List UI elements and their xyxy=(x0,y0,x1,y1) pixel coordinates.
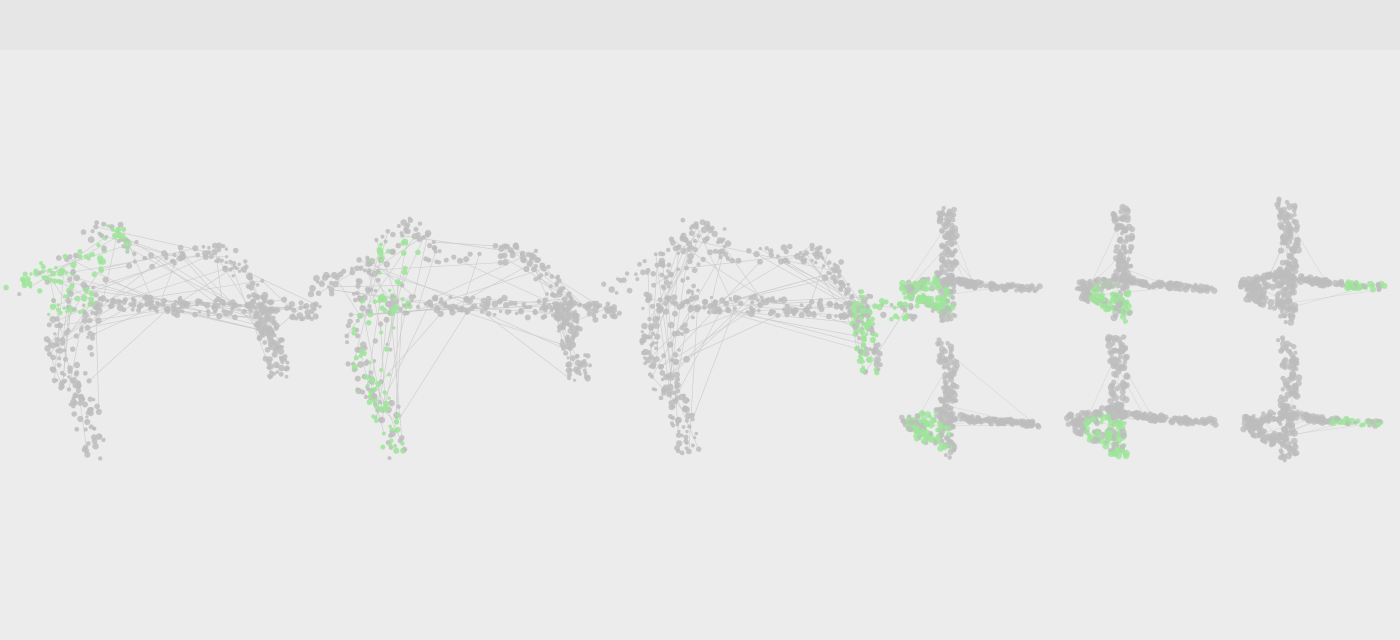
small-embedding-2 xyxy=(1068,205,1223,323)
node-layer xyxy=(1064,334,1219,459)
edge-layer xyxy=(905,215,1029,321)
small-embedding-3 xyxy=(1235,198,1390,323)
node-layer xyxy=(601,218,917,455)
graph-embedding-3 xyxy=(595,215,915,460)
node-layer xyxy=(3,220,321,461)
graph-embedding-1 xyxy=(0,215,320,460)
edge-layer xyxy=(642,224,911,451)
node-layer xyxy=(1238,196,1388,325)
small-embedding-5 xyxy=(1065,332,1220,458)
small-embedding-1 xyxy=(898,205,1043,323)
graph-embedding-2 xyxy=(300,215,620,460)
node-layer xyxy=(1240,335,1383,462)
small-embedding-6 xyxy=(1235,337,1390,459)
node-layer xyxy=(1075,204,1218,324)
small-embedding-4 xyxy=(898,340,1043,458)
node-layer xyxy=(899,337,1041,459)
node-layer xyxy=(308,217,622,461)
